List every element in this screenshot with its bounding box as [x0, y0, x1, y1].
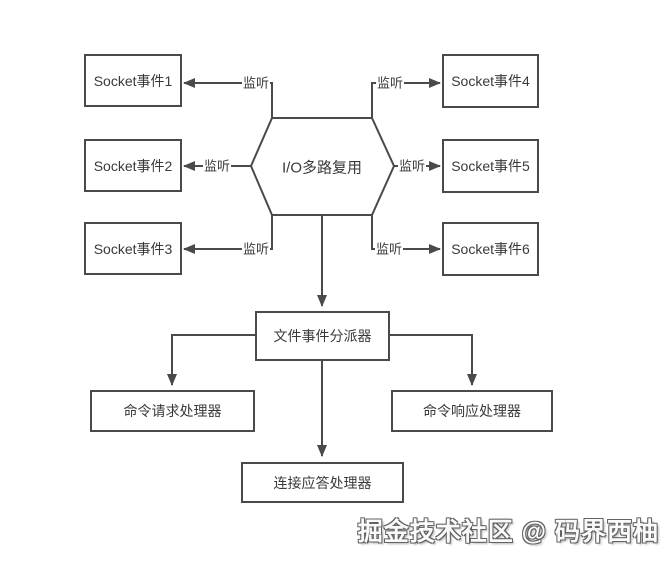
command-request-handler-box: 命令请求处理器 [90, 390, 255, 432]
edge-listen-socket3 [183, 215, 273, 254]
socket-event-2-box: Socket事件2 [84, 139, 182, 192]
hexagon-label: I/O多路复用 [281, 159, 363, 177]
listen-label-4: 监听 [375, 74, 405, 92]
listen-label-6: 监听 [374, 240, 404, 258]
listen-label-1: 监听 [241, 74, 271, 92]
listen-label-3: 监听 [241, 240, 271, 258]
socket-event-3-box: Socket事件3 [84, 222, 182, 275]
command-response-handler-box: 命令响应处理器 [391, 390, 553, 432]
edge-dispatcher-response-handler [390, 334, 477, 386]
file-event-dispatcher-box: 文件事件分派器 [255, 311, 390, 361]
edge-listen-socket1 [183, 78, 273, 118]
socket-event-4-box: Socket事件4 [442, 54, 539, 108]
listen-label-2: 监听 [202, 157, 232, 175]
listen-label-5: 监听 [397, 157, 427, 175]
edge-dispatcher-request-handler [167, 334, 255, 386]
edge-listen-socket6 [371, 215, 441, 254]
socket-event-6-box: Socket事件6 [442, 222, 539, 276]
connection-reply-handler-box: 连接应答处理器 [241, 462, 404, 503]
socket-event-1-box: Socket事件1 [84, 54, 182, 107]
socket-event-5-box: Socket事件5 [442, 139, 539, 193]
watermark-text: 掘金技术社区 @ 码界西柚 [357, 518, 659, 546]
edge-listen-socket4 [371, 78, 441, 118]
